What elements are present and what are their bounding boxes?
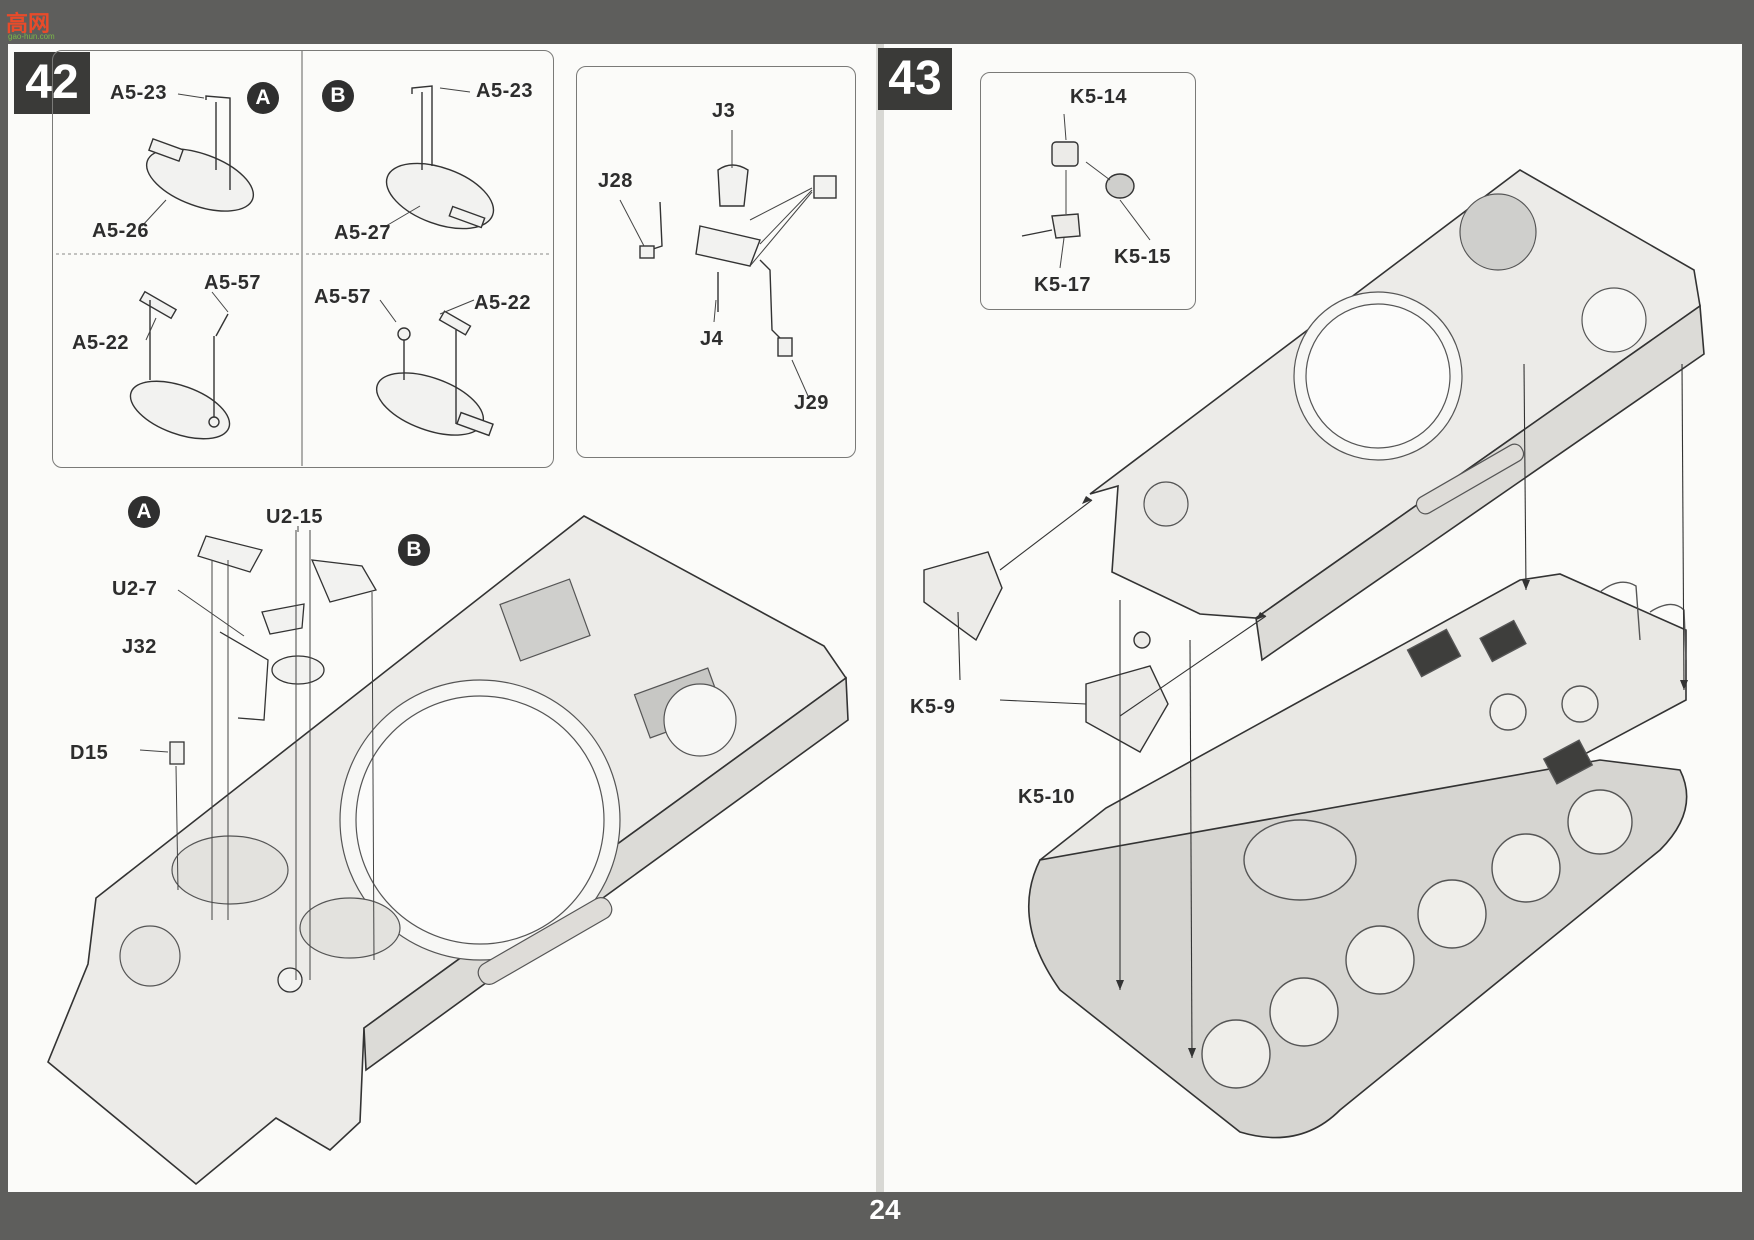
label-a5-27: A5-27	[334, 222, 391, 244]
page-number: 24	[869, 1194, 901, 1225]
label-j28: J28	[598, 170, 633, 192]
step-42-variant-inset	[52, 50, 554, 468]
label-j4: J4	[700, 328, 724, 350]
site-logo: 高网 gao-hun.com	[6, 6, 68, 41]
logo-url: gao-hun.com	[8, 32, 55, 41]
label-a5-23: A5-23	[110, 82, 167, 104]
label-k5-14: K5-14	[1070, 86, 1127, 108]
label-a5-23-b: A5-23	[476, 80, 533, 102]
variant-a-marker: A	[247, 82, 279, 114]
page-gutter	[876, 44, 884, 1192]
variant-a-marker-main: A	[128, 496, 160, 528]
label-k5-15: K5-15	[1114, 246, 1171, 268]
variant-b-marker-main: B	[398, 534, 430, 566]
label-d15: D15	[70, 742, 109, 764]
label-j29: J29	[794, 392, 829, 414]
step-42-j-inset	[576, 66, 856, 458]
label-k5-17: K5-17	[1034, 274, 1091, 296]
label-j32: J32	[122, 636, 157, 658]
label-a5-57: A5-57	[204, 272, 261, 294]
label-a5-26: A5-26	[92, 220, 149, 242]
label-a5-22-b: A5-22	[474, 292, 531, 314]
logo-text: 高网	[6, 12, 51, 37]
label-a5-22: A5-22	[72, 332, 129, 354]
label-u2-15: U2-15	[266, 506, 323, 528]
label-j3: J3	[712, 100, 736, 122]
label-k5-9: K5-9	[910, 696, 956, 718]
label-a5-57-b: A5-57	[314, 286, 371, 308]
variant-b-marker: B	[322, 80, 354, 112]
step-43-number: 43	[878, 48, 952, 110]
step-43-k-inset	[980, 72, 1196, 310]
label-u2-7: U2-7	[112, 578, 158, 600]
label-k5-10: K5-10	[1018, 786, 1075, 808]
